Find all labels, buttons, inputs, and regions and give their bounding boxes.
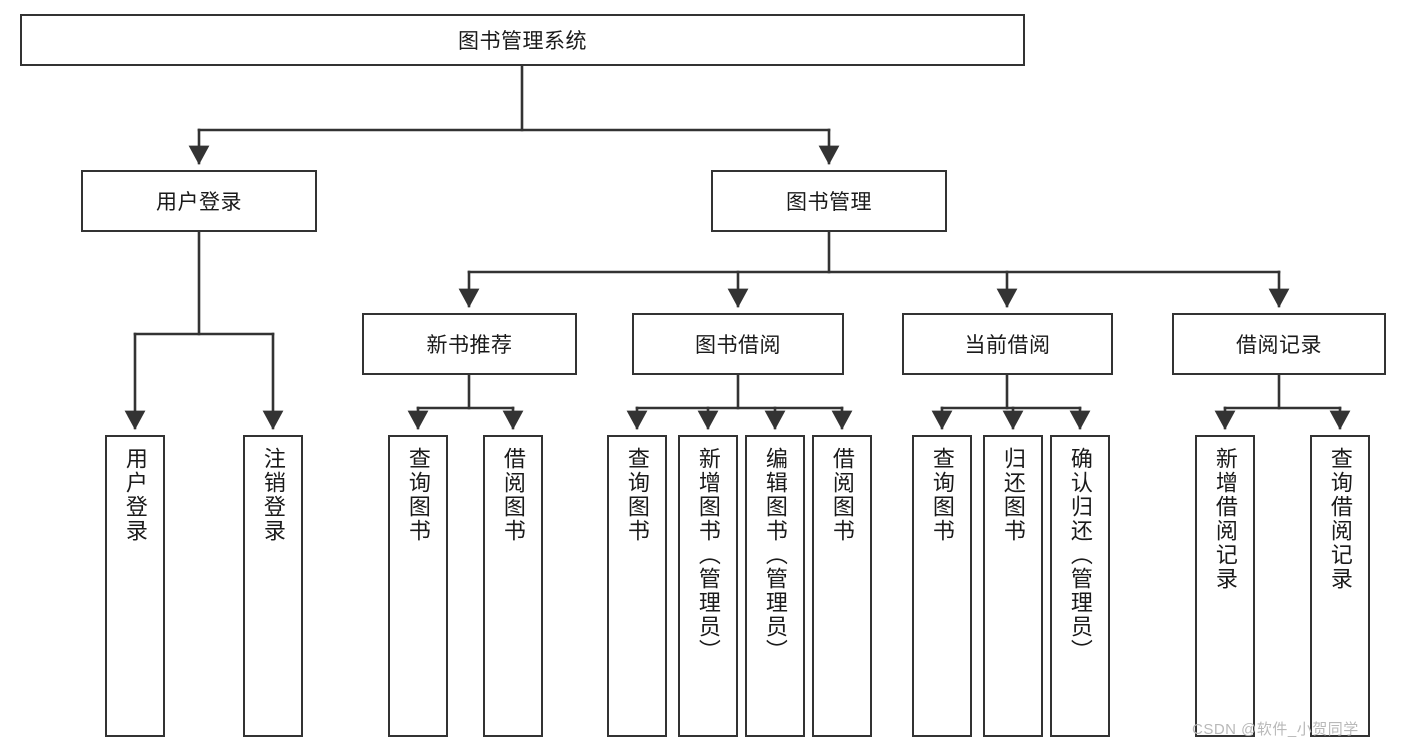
leaf-confirm-return-admin[interactable]: 确认归还（管理员） bbox=[1050, 435, 1110, 737]
node-book-management-label: 图书管理 bbox=[786, 191, 872, 214]
leaf-query-borrow-record[interactable]: 查询借阅记录 bbox=[1310, 435, 1370, 737]
leaf-query-book-current[interactable]: 查询图书 bbox=[912, 435, 972, 737]
node-user-login[interactable]: 用户登录 bbox=[81, 170, 317, 232]
watermark: CSDN @软件_小贺同学 bbox=[1192, 721, 1359, 738]
leaf-add-borrow-record[interactable]: 新增借阅记录 bbox=[1195, 435, 1255, 737]
leaf-query-book-borrow[interactable]: 查询图书 bbox=[607, 435, 667, 737]
node-root-label: 图书管理系统 bbox=[458, 30, 587, 53]
leaf-return-book[interactable]: 归还图书 bbox=[983, 435, 1043, 737]
leaf-add-book-admin[interactable]: 新增图书（管理员） bbox=[678, 435, 738, 737]
node-book-borrow-label: 图书借阅 bbox=[695, 334, 781, 357]
leaf-query-book-borrow-label: 查询图书 bbox=[624, 447, 650, 543]
leaf-logout-label: 注销登录 bbox=[260, 447, 286, 543]
leaf-user-login-label: 用户登录 bbox=[122, 447, 148, 543]
leaf-query-borrow-record-label: 查询借阅记录 bbox=[1327, 447, 1353, 591]
leaf-borrow-book-label: 借阅图书 bbox=[829, 447, 855, 543]
node-new-book-recommend-label: 新书推荐 bbox=[426, 334, 513, 357]
node-current-borrow[interactable]: 当前借阅 bbox=[902, 313, 1113, 375]
node-user-login-label: 用户登录 bbox=[156, 191, 242, 214]
leaf-query-book-newbook[interactable]: 查询图书 bbox=[388, 435, 448, 737]
node-book-management[interactable]: 图书管理 bbox=[711, 170, 947, 232]
node-book-borrow[interactable]: 图书借阅 bbox=[632, 313, 844, 375]
leaf-add-book-admin-label: 新增图书（管理员） bbox=[695, 447, 721, 663]
node-current-borrow-label: 当前借阅 bbox=[964, 334, 1051, 357]
leaf-logout[interactable]: 注销登录 bbox=[243, 435, 303, 737]
leaf-borrow-book-newbook-label: 借阅图书 bbox=[500, 447, 526, 543]
node-borrow-records[interactable]: 借阅记录 bbox=[1172, 313, 1386, 375]
leaf-return-book-label: 归还图书 bbox=[1000, 447, 1026, 543]
leaf-add-borrow-record-label: 新增借阅记录 bbox=[1212, 447, 1238, 591]
leaf-borrow-book[interactable]: 借阅图书 bbox=[812, 435, 872, 737]
leaf-borrow-book-newbook[interactable]: 借阅图书 bbox=[483, 435, 543, 737]
leaf-edit-book-admin-label: 编辑图书（管理员） bbox=[762, 447, 788, 663]
leaf-query-book-current-label: 查询图书 bbox=[929, 447, 955, 543]
leaf-user-login[interactable]: 用户登录 bbox=[105, 435, 165, 737]
leaf-query-book-newbook-label: 查询图书 bbox=[405, 447, 431, 543]
node-borrow-records-label: 借阅记录 bbox=[1236, 334, 1322, 357]
node-root[interactable]: 图书管理系统 bbox=[20, 14, 1025, 66]
leaf-confirm-return-admin-label: 确认归还（管理员） bbox=[1067, 447, 1093, 663]
leaf-edit-book-admin[interactable]: 编辑图书（管理员） bbox=[745, 435, 805, 737]
node-new-book-recommend[interactable]: 新书推荐 bbox=[362, 313, 577, 375]
